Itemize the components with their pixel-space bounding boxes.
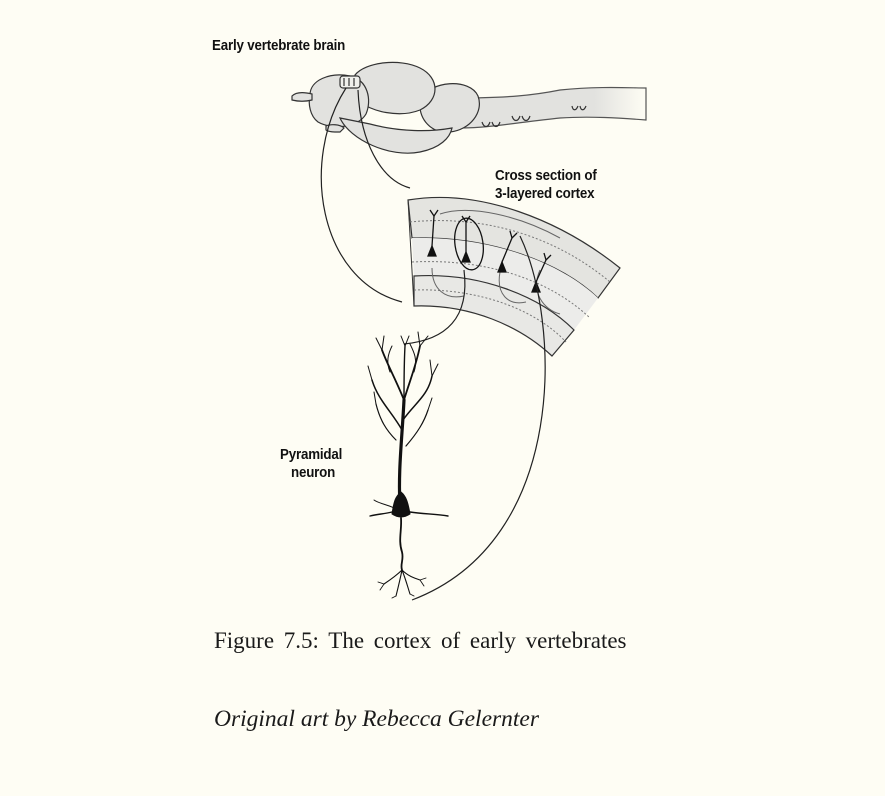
label-neuron: neuron bbox=[291, 465, 336, 481]
label-early-vertebrate-brain: Early vertebrate brain bbox=[212, 38, 346, 54]
label-pyramidal: Pyramidal bbox=[280, 447, 343, 463]
figure-credit: Original art by Rebecca Gelernter bbox=[214, 706, 539, 732]
figure-caption: Figure 7.5: The cortex of early vertebra… bbox=[214, 628, 627, 653]
vertebrate-brain-drawing bbox=[291, 61, 647, 154]
pyramidal-neuron-drawing bbox=[367, 331, 449, 599]
label-cross-section-line-2: 3-layered cortex bbox=[495, 186, 595, 202]
brain-cortex-illustration bbox=[291, 61, 647, 601]
connector-lines bbox=[320, 87, 546, 601]
label-cross-section-line-1: Cross section of bbox=[495, 168, 597, 184]
figure-illustration: Early vertebrate brain Cross section of … bbox=[212, 38, 647, 601]
cortex-cross-section bbox=[407, 196, 621, 357]
